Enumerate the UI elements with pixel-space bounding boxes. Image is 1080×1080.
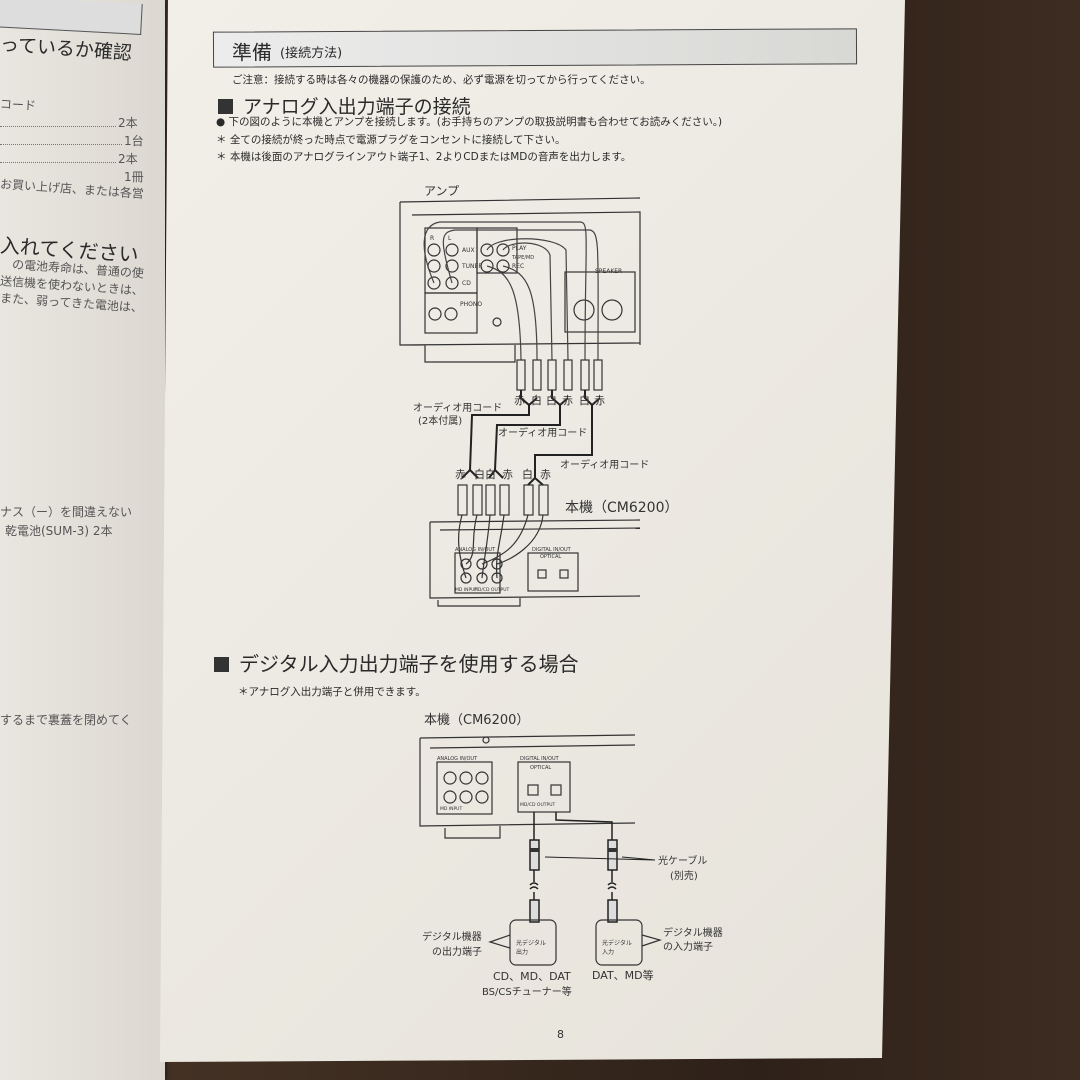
digital-heading: デジタル入力出力端子を使用する場合: [214, 648, 579, 677]
square-bullet-icon: [214, 657, 229, 672]
label-play: PLAY: [512, 245, 527, 252]
digital-input-device: [595, 919, 643, 966]
left-text: 1冊: [124, 170, 144, 184]
label-tape: TAPE/MD: [511, 255, 534, 261]
cord-label: オーディオ用コード: [560, 458, 649, 471]
top-plugs: [516, 359, 603, 391]
out-examples: BS/CSチューナー等: [482, 985, 572, 998]
label-analog-inout: ANALOG IN/OUT: [437, 756, 478, 762]
cm6200-rear-analog: [429, 514, 641, 607]
caution-note: ご注意：接続する時は各々の機器の保護のため、必ず電源を切ってから行ってください。: [232, 74, 651, 86]
amp-label: アンプ: [424, 184, 459, 198]
color-label: 赤: [502, 468, 513, 481]
digital-output-device: [509, 919, 557, 966]
label-optical: OPTICAL: [530, 765, 551, 771]
unit-label: 本機（CM6200）: [565, 500, 678, 516]
analog-heading-text: アナログ入出力端子の接続: [243, 96, 471, 118]
left-text: 乾電池(SUM-3) 2本: [5, 524, 113, 538]
cord-note: (2本付属): [418, 414, 462, 427]
square-bullet-icon: [218, 99, 233, 114]
out-box-label: 光デジタル: [516, 939, 546, 947]
label-digital-inout: DIGITAL IN/OUT: [532, 547, 572, 553]
color-label: 白: [485, 467, 496, 481]
analog-bullet: ＊ 全ての接続が終った時点で電源プラグをコンセントに接続して下さい。: [216, 134, 566, 146]
page-number: 8: [557, 1028, 564, 1041]
in-box-label: 光デジタル: [602, 939, 632, 947]
left-text: ナス（ー）を間違えない: [0, 505, 133, 519]
digital-heading-text: デジタル入力出力端子を使用する場合: [239, 652, 579, 676]
analog-bullet: ● 下の図のように本機とアンプを接続します。(お手持ちのアンプの取扱説明書も合わ…: [216, 116, 723, 128]
label-optical: OPTICAL: [540, 554, 561, 560]
label-speaker: SPEAKER: [595, 268, 622, 275]
audio-cords: [461, 390, 601, 486]
in-examples: DAT、MD等: [592, 968, 654, 982]
out-examples: CD、MD、DAT: [493, 970, 571, 983]
color-label: 赤: [514, 394, 525, 407]
analog-bullet: ＊ 本機は後面のアナログラインアウト端子1、2よりCDまたはMDの音声を出力しま…: [216, 151, 632, 163]
unit-label: 本機（CM6200）: [424, 713, 529, 728]
label-tuner: TUNER: [461, 263, 483, 270]
color-label: 赤: [540, 468, 551, 481]
label-phono: PHONO: [460, 301, 482, 308]
out-box-label: 出力: [516, 948, 528, 956]
in-box-label: 入力: [602, 948, 614, 956]
out-device-label: の出力端子: [432, 945, 482, 958]
in-device-label: の入力端子: [663, 940, 713, 953]
left-page: っているか確認 コード 2本 1台 2本 1冊 お買い上げ店、または各営 入れて…: [0, 0, 165, 1080]
label-analog-inout: ANALOG IN/OUT: [455, 547, 496, 553]
analog-heading: アナログ入出力端子の接続: [218, 92, 471, 119]
label-aux: AUX: [462, 247, 475, 254]
bottom-plugs: [457, 484, 549, 516]
color-label: 白: [546, 393, 557, 407]
left-text: 1台: [124, 134, 144, 148]
label-digital-inout: DIGITAL IN/OUT: [520, 756, 560, 762]
label-mdcd-output: MD/CD OUTPUT: [520, 802, 555, 808]
label-md-input: MD INPUT: [455, 587, 477, 593]
label-md-input: MD INPUT: [440, 806, 462, 812]
label-rec: REC: [512, 263, 524, 270]
label-cd: CD: [462, 280, 471, 287]
color-label: 赤: [594, 394, 605, 407]
left-text: するまで裏蓋を閉めてく: [0, 713, 132, 727]
left-text: 2本: [118, 116, 138, 130]
amp-cables: [423, 221, 599, 361]
in-device-label: デジタル機器: [663, 926, 723, 939]
optical-cable-label: 光ケーブル: [658, 854, 707, 867]
left-text: 2本: [118, 152, 138, 166]
digital-note: ＊アナログ入出力端子と併用できます。: [238, 686, 426, 698]
cm6200-rear-digital: [419, 734, 636, 839]
color-label: 白: [474, 467, 485, 481]
color-label: 白: [522, 467, 533, 481]
color-label: 白: [579, 393, 590, 407]
out-device-label: デジタル機器: [422, 930, 482, 943]
label-r: R: [430, 235, 434, 242]
optical-cable-note: (別売): [670, 869, 698, 882]
cord-label: オーディオ用コード: [498, 426, 587, 439]
color-label: 白: [531, 393, 542, 407]
cord-label: オーディオ用コード: [413, 401, 502, 414]
label-l: L: [448, 235, 452, 242]
color-label: 赤: [562, 394, 573, 407]
color-label: 赤: [455, 468, 466, 481]
label-mdcd-output: MD/CD OUTPUT: [474, 587, 509, 593]
optical-cables: [529, 812, 656, 923]
amplifier-drawing: [399, 197, 641, 363]
